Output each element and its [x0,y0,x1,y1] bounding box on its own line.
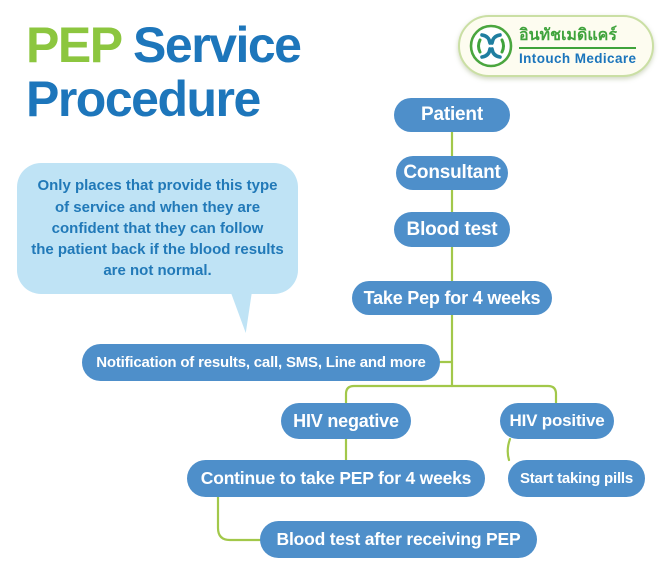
node-blood-test: Blood test [394,212,510,247]
connector-continue-bloodafter [216,495,262,542]
node-take-pep: Take Pep for 4 weeks [352,281,552,315]
intouch-medicare-logo: อินทัชเมดิแคร์ Intouch Medicare [458,15,654,77]
node-hiv-positive: HIV positive [500,403,614,439]
logo-english-name: Intouch Medicare [519,50,637,66]
node-blood-test-after: Blood test after receiving PEP [260,521,537,558]
node-patient: Patient [394,98,510,132]
logo-text: อินทัชเมดิแคร์ Intouch Medicare [519,26,637,66]
intouch-knot-icon [469,24,513,68]
title-rest: Service [120,17,302,73]
logo-thai-name: อินทัชเมดิแคร์ [519,26,637,49]
node-consultant: Consultant [396,156,508,190]
node-continue-pep: Continue to take PEP for 4 weeks [187,460,485,497]
node-hiv-negative: HIV negative [281,403,411,439]
node-notification: Notification of results, call, SMS, Line… [82,344,440,381]
title-highlight: PEP [26,17,122,73]
note-speech-bubble: Only places that provide this type of se… [17,163,298,294]
title-line2: Procedure [26,71,261,127]
node-start-pills: Start taking pills [508,460,645,497]
connector-branch-split [344,384,558,405]
connector-positive-startpills [506,437,512,462]
